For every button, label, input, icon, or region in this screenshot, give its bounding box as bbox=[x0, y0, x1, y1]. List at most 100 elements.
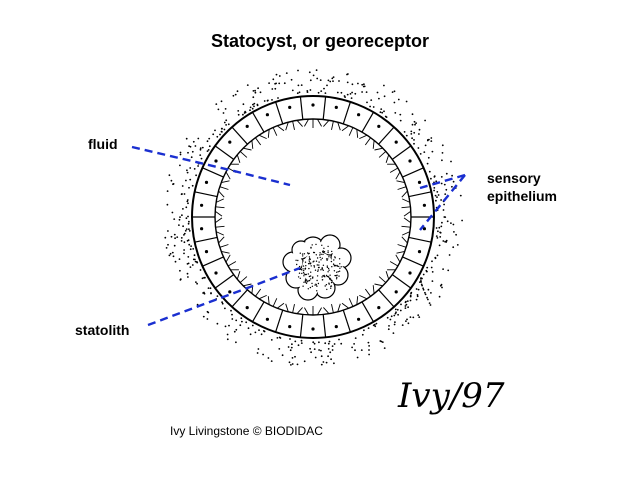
stipple-dot bbox=[303, 360, 306, 363]
sensory-hair bbox=[385, 271, 390, 280]
stipple-dot bbox=[433, 189, 435, 192]
statolith-grain bbox=[327, 250, 329, 252]
stipple-dot bbox=[193, 168, 196, 170]
cell-wall bbox=[342, 310, 351, 333]
stipple-dot bbox=[194, 258, 196, 261]
sensory-hair bbox=[215, 206, 225, 209]
stipple-dot bbox=[220, 127, 223, 130]
stipple-dot bbox=[399, 119, 402, 122]
sensory-hair bbox=[395, 254, 401, 263]
stipple-dot bbox=[266, 99, 269, 102]
stipple-dot bbox=[237, 110, 240, 112]
statolith-grain bbox=[332, 263, 335, 265]
stipple-dot bbox=[235, 328, 238, 331]
sensory-hair bbox=[285, 122, 289, 131]
stipple-dot bbox=[187, 151, 189, 154]
stipple-dot bbox=[416, 294, 419, 296]
stipple-dot bbox=[249, 109, 251, 112]
stipple-dot bbox=[331, 349, 334, 351]
stipple-dot bbox=[353, 343, 355, 345]
stipple-dot bbox=[194, 260, 197, 263]
stipple-dot bbox=[297, 69, 299, 72]
stipple-dot bbox=[204, 276, 206, 279]
stipple-dot bbox=[263, 330, 266, 333]
stipple-dot bbox=[440, 283, 443, 286]
stipple-dot bbox=[393, 314, 396, 317]
statolith-grain bbox=[328, 282, 330, 284]
statolith-grain bbox=[327, 258, 329, 260]
stipple-dot bbox=[427, 156, 430, 159]
statolith-grain bbox=[308, 252, 310, 255]
stipple-dot bbox=[232, 94, 235, 97]
stipple-dot bbox=[413, 131, 416, 134]
stipple-dot bbox=[383, 347, 386, 349]
cell-wall bbox=[231, 289, 248, 308]
stipple-dot bbox=[418, 316, 421, 318]
stipple-dot bbox=[294, 355, 296, 358]
stipple-dot bbox=[397, 313, 399, 316]
sensory-hair bbox=[331, 121, 334, 130]
stipple-dot bbox=[207, 311, 210, 314]
stipple-dot bbox=[357, 82, 359, 85]
stipple-dot bbox=[222, 112, 225, 114]
stipple-dot bbox=[168, 174, 171, 177]
stipple-dot bbox=[167, 230, 169, 232]
cell-nucleus bbox=[422, 203, 426, 207]
cell-wall bbox=[214, 274, 235, 289]
stipple-dot bbox=[452, 246, 455, 249]
statolith-grain bbox=[338, 270, 341, 272]
cell-wall bbox=[322, 314, 327, 338]
stipple-dot bbox=[338, 338, 340, 341]
cell-wall bbox=[202, 167, 224, 178]
statolith-lobe-fill bbox=[332, 249, 350, 267]
stipple-dot bbox=[187, 215, 189, 218]
stipple-dot bbox=[199, 154, 202, 157]
stipple-dot bbox=[178, 218, 181, 221]
stipple-dot bbox=[179, 153, 182, 156]
stipple-dot bbox=[233, 330, 236, 333]
statolith-grain bbox=[330, 281, 333, 284]
stipple-dot bbox=[429, 304, 432, 306]
statolith-grain bbox=[316, 257, 319, 259]
stipple-dot bbox=[186, 171, 189, 174]
stipple-dot bbox=[437, 230, 439, 233]
stipple-dot bbox=[405, 320, 407, 322]
sensory-hair bbox=[397, 186, 407, 190]
statolith-grain bbox=[318, 261, 320, 263]
stipple-dot bbox=[436, 196, 438, 199]
cell-nucleus bbox=[228, 290, 232, 294]
statolith-grain bbox=[316, 285, 318, 287]
sensory-hair bbox=[214, 217, 223, 224]
statolith-grain bbox=[307, 288, 309, 290]
cell-nucleus bbox=[311, 103, 315, 107]
stipple-dot bbox=[443, 216, 446, 218]
stipple-dot bbox=[254, 331, 257, 334]
stipple-dot bbox=[201, 277, 204, 280]
statolith-grain bbox=[337, 271, 339, 273]
cell-wall bbox=[251, 111, 265, 133]
stipple-dot bbox=[405, 100, 408, 103]
statolith-grain bbox=[301, 272, 303, 275]
stipple-dot bbox=[251, 107, 254, 110]
statolith-grain bbox=[296, 263, 298, 266]
stipple-dot bbox=[443, 203, 445, 206]
stipple-dot bbox=[180, 237, 183, 239]
statolith-grain bbox=[314, 284, 316, 286]
stipple-dot bbox=[201, 146, 204, 149]
stipple-dot bbox=[187, 276, 189, 278]
statolith-grain bbox=[302, 285, 304, 287]
statolith-grain bbox=[322, 269, 324, 271]
leader-sensory-b bbox=[419, 174, 466, 231]
cell-wall bbox=[361, 111, 375, 133]
statolith-grain bbox=[326, 266, 329, 269]
sensory-hair bbox=[258, 294, 267, 300]
stipple-dot bbox=[202, 292, 205, 294]
label-fluid: fluid bbox=[88, 135, 118, 153]
stipple-dot bbox=[244, 111, 247, 114]
stipple-dot bbox=[192, 140, 195, 143]
statolith-grain bbox=[335, 278, 338, 280]
stipple-dot bbox=[179, 151, 182, 154]
sensory-hair bbox=[396, 250, 405, 254]
stipple-dot bbox=[405, 303, 408, 306]
stipple-dot bbox=[257, 348, 260, 350]
